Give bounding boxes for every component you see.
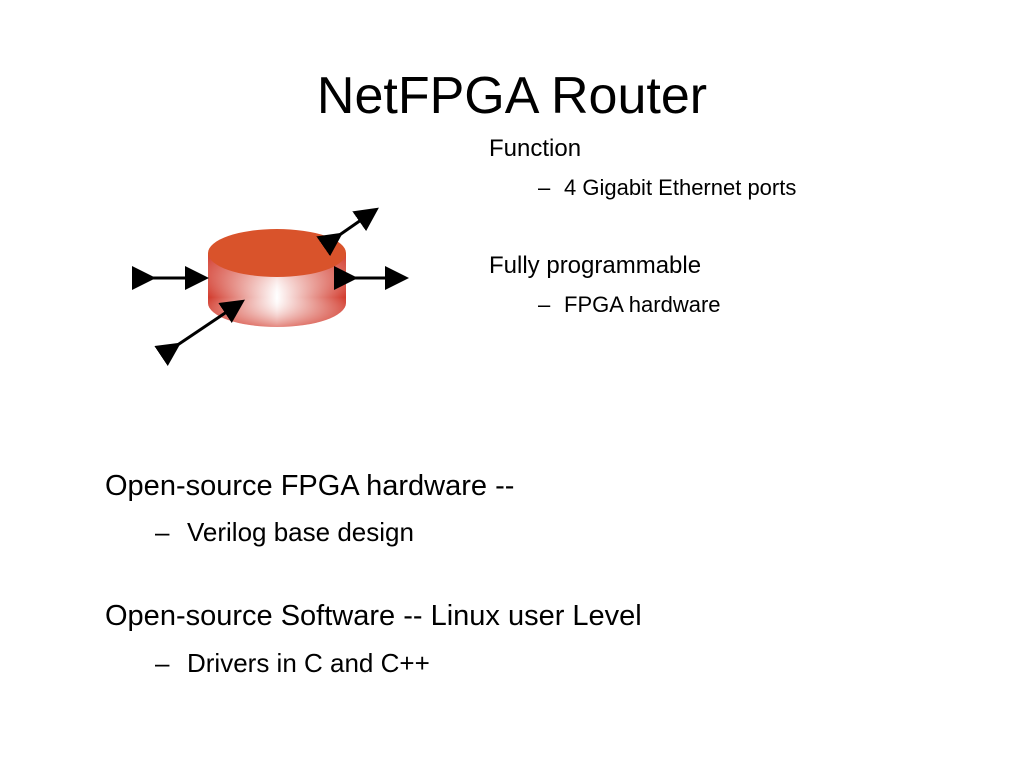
dash: – (538, 175, 551, 200)
slide-title: NetFPGA Router (316, 67, 708, 125)
sub-bullet-fpga-hardware: –FPGA hardware (538, 291, 721, 319)
sub-bullet-drivers: –Drivers in C and C++ (155, 647, 430, 679)
dash: – (155, 517, 170, 547)
bullet-open-source-hardware: Open-source FPGA hardware -- (105, 470, 515, 502)
sub-bullet-ports-text: 4 Gigabit Ethernet ports (564, 175, 797, 200)
bullet-open-source-software: Open-source Software -- Linux user Level (105, 600, 642, 632)
sub-bullet-verilog: –Verilog base design (155, 516, 414, 548)
sub-bullet-verilog-text: Verilog base design (187, 517, 414, 547)
sub-bullet-ports: –4 Gigabit Ethernet ports (538, 174, 796, 202)
dash: – (155, 648, 170, 678)
bullet-function: Function (489, 135, 582, 162)
arrow-upper-right (316, 207, 379, 257)
arrow-lower-left (154, 299, 245, 366)
sub-bullet-drivers-text: Drivers in C and C++ (187, 648, 430, 678)
sub-bullet-fpga-hardware-text: FPGA hardware (564, 292, 721, 317)
dash: – (538, 292, 551, 317)
bullet-fully-programmable: Fully programmable (489, 252, 702, 279)
